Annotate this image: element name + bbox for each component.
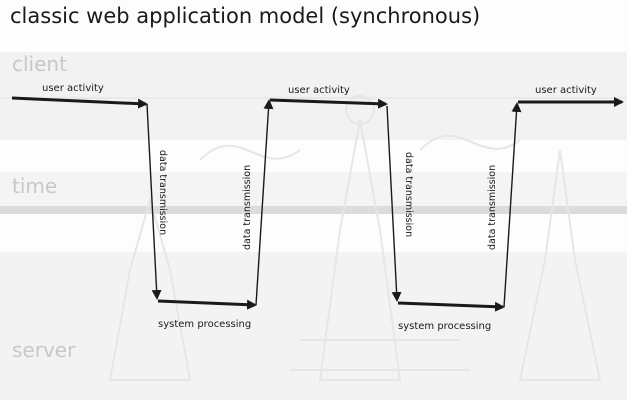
client-band bbox=[0, 52, 627, 140]
lane-label-time: time bbox=[12, 174, 58, 198]
diagram-title: classic web application model (synchrono… bbox=[10, 4, 481, 28]
data-transmission-arrow-4 bbox=[503, 102, 522, 308]
data-transmission-arrow-1 bbox=[146, 103, 162, 300]
user-activity-label-2: user activity bbox=[288, 85, 350, 96]
system-processing-label-1: system processing bbox=[158, 319, 251, 330]
data-transmission-arrow-3 bbox=[386, 105, 402, 302]
user-activity-arrow-2 bbox=[269, 98, 388, 109]
user-activity-label-3: user activity bbox=[535, 85, 597, 96]
lane-label-server: server bbox=[12, 338, 76, 362]
data-transmission-label-1: data transmission bbox=[157, 150, 168, 235]
user-activity-arrow-1 bbox=[11, 96, 148, 109]
data-transmission-label-3: data transmission bbox=[403, 152, 414, 237]
server-band bbox=[0, 252, 627, 400]
time-axis-stripe bbox=[0, 206, 627, 214]
system-processing-arrow-2 bbox=[397, 301, 505, 312]
time-band bbox=[0, 172, 627, 206]
data-transmission-label-4: data transmission bbox=[487, 165, 498, 250]
system-processing-arrow-1 bbox=[157, 299, 257, 310]
data-transmission-arrow-2 bbox=[255, 99, 274, 306]
system-processing-label-2: system processing bbox=[398, 321, 491, 332]
user-activity-label-1: user activity bbox=[42, 83, 104, 94]
lane-label-client: client bbox=[12, 52, 67, 76]
watermark-emblem bbox=[108, 95, 602, 381]
data-transmission-label-2: data transmission bbox=[242, 165, 253, 250]
